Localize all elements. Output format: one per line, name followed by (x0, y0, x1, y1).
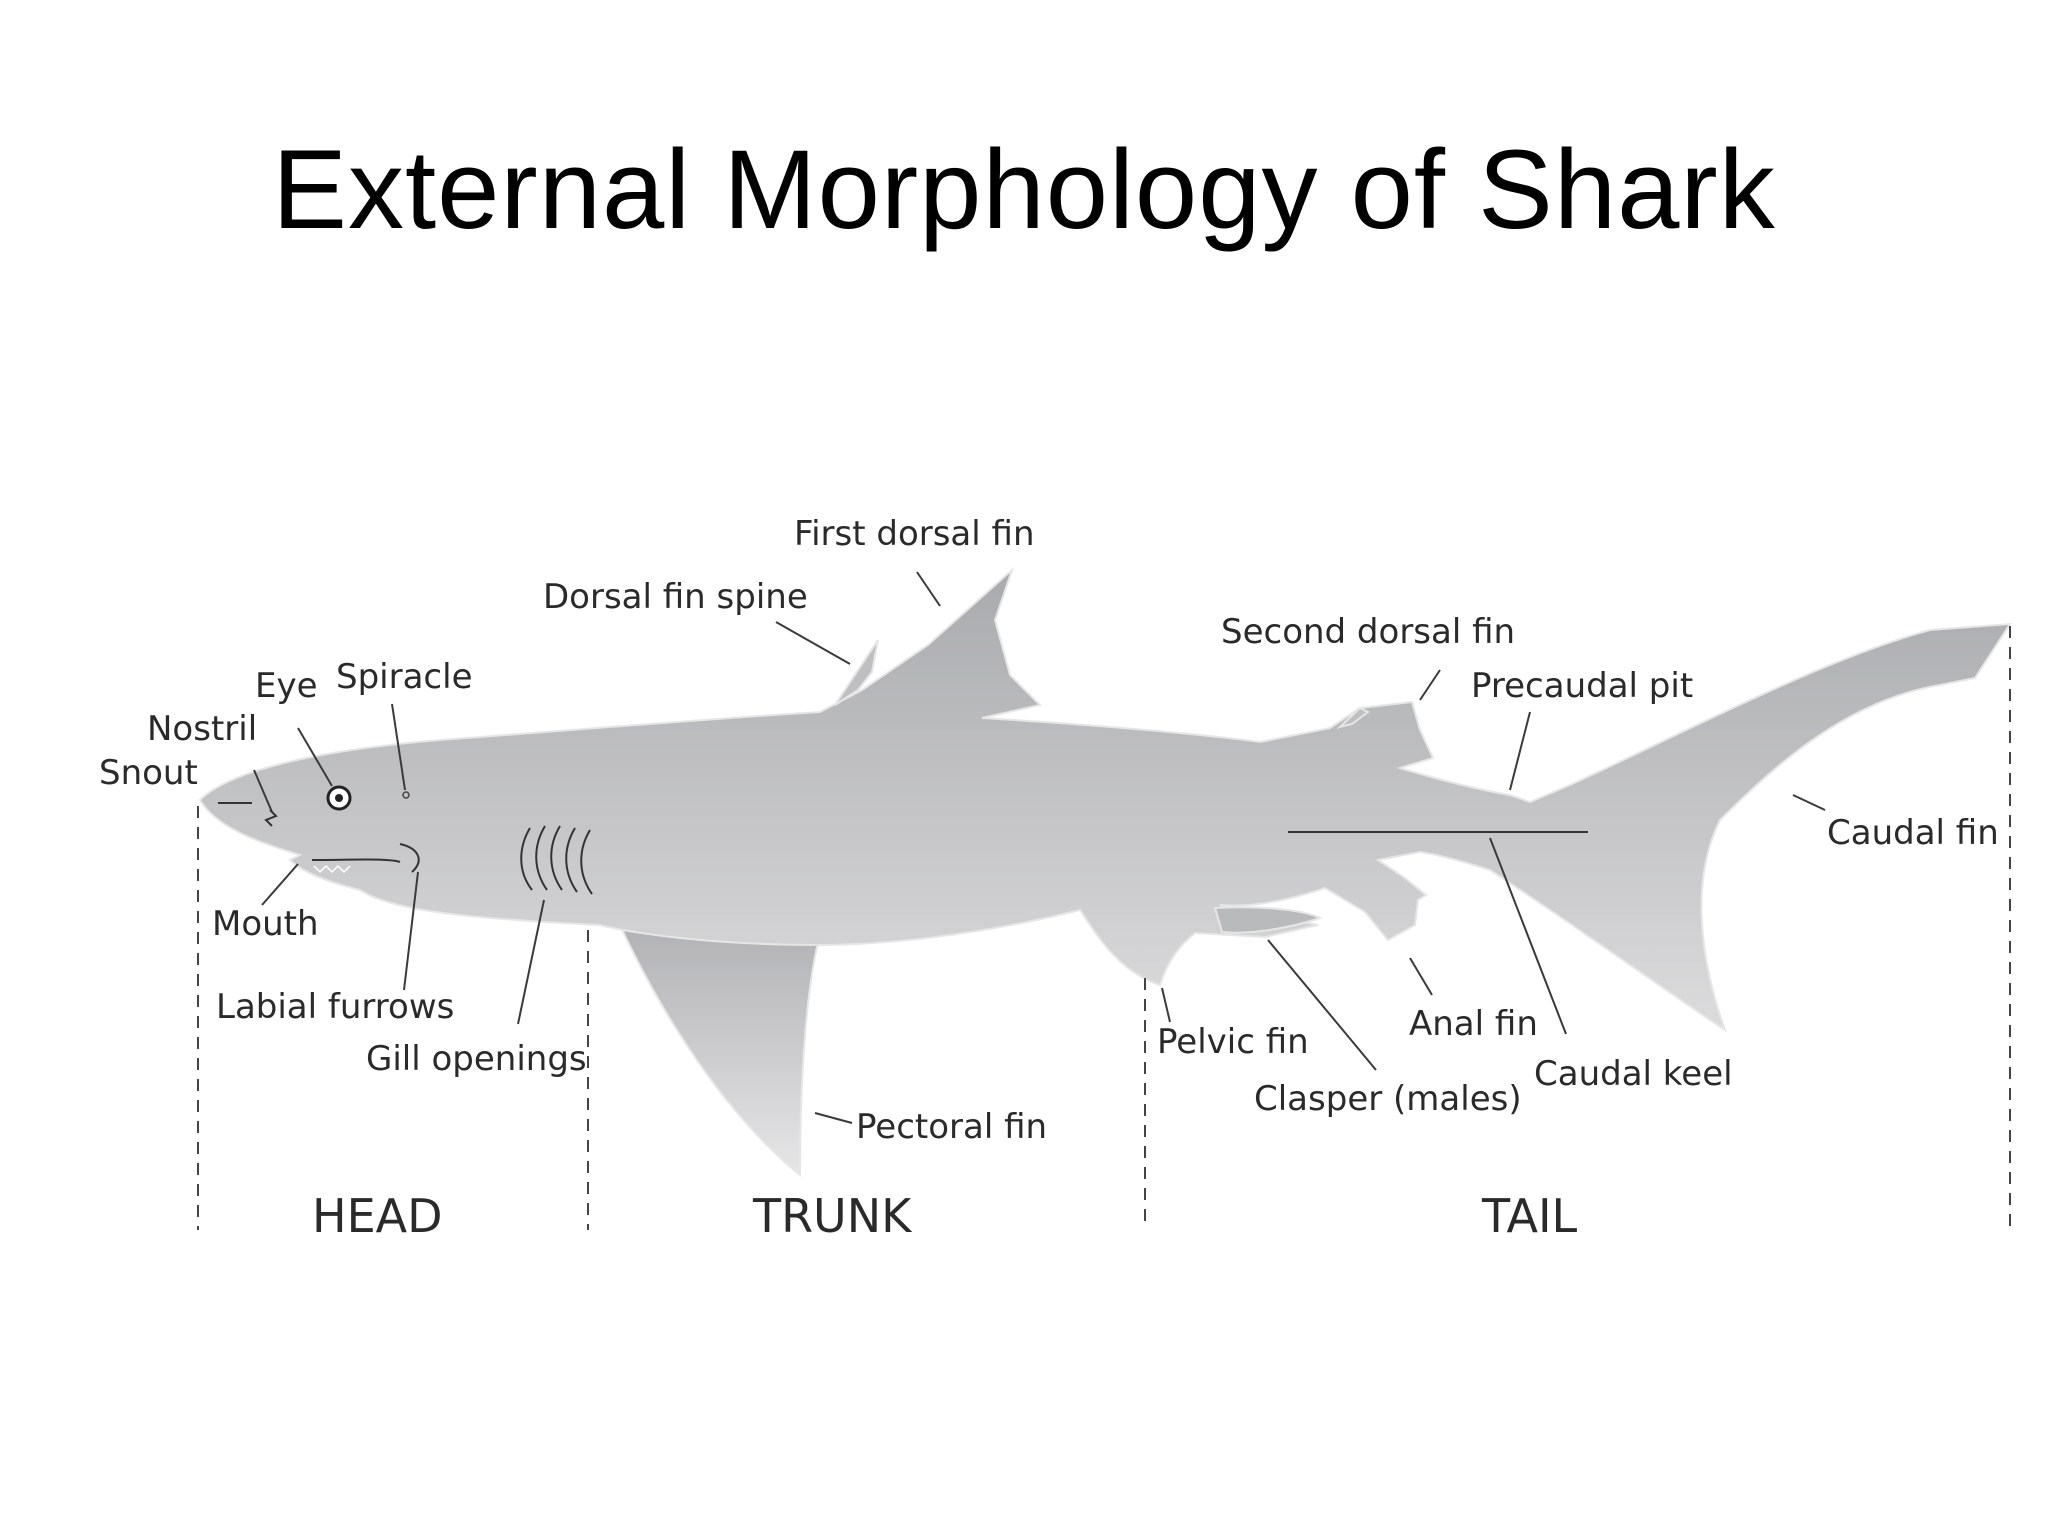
label-spiracle: Spiracle (336, 657, 472, 697)
clasper-shape (1213, 906, 1323, 934)
label-gill-openings: Gill openings (366, 1039, 587, 1079)
region-trunk: TRUNK (752, 1189, 913, 1243)
slide-title: External Morphology of Shark (272, 127, 1776, 252)
second-dorsal-spine-shape (1336, 706, 1370, 729)
region-tail: TAIL (1481, 1189, 1578, 1243)
spiracle-icon (402, 791, 410, 799)
label-dorsal-fin-spine: Dorsal fin spine (543, 577, 808, 617)
nostril-icon (264, 809, 278, 827)
label-anal-fin: Anal fin (1409, 1004, 1538, 1044)
gill-openings-icon (520, 825, 593, 895)
label-eye: Eye (255, 666, 318, 706)
region-head: HEAD (312, 1189, 443, 1243)
dorsal-fin-spine-shape (834, 639, 879, 706)
label-caudal-keel: Caudal keel (1534, 1054, 1733, 1094)
label-mouth: Mouth (212, 904, 319, 944)
label-precaudal-pit: Precaudal pit (1471, 666, 1693, 706)
label-first-dorsal-fin: First dorsal fin (794, 514, 1035, 554)
label-second-dorsal-fin: Second dorsal fin (1221, 612, 1515, 652)
label-pelvic-fin: Pelvic fin (1157, 1022, 1309, 1062)
label-nostril: Nostril (147, 709, 257, 749)
label-labial-furrows: Labial furrows (216, 987, 454, 1027)
labial-furrow-icon (399, 843, 420, 873)
label-snout: Snout (99, 753, 198, 793)
label-caudal-fin: Caudal fin (1827, 813, 1999, 853)
label-pectoral-fin: Pectoral fin (856, 1107, 1047, 1147)
shark-body-shape (198, 566, 2012, 1033)
mouth-icon (311, 858, 401, 863)
label-clasper: Clasper (males) (1254, 1079, 1522, 1119)
